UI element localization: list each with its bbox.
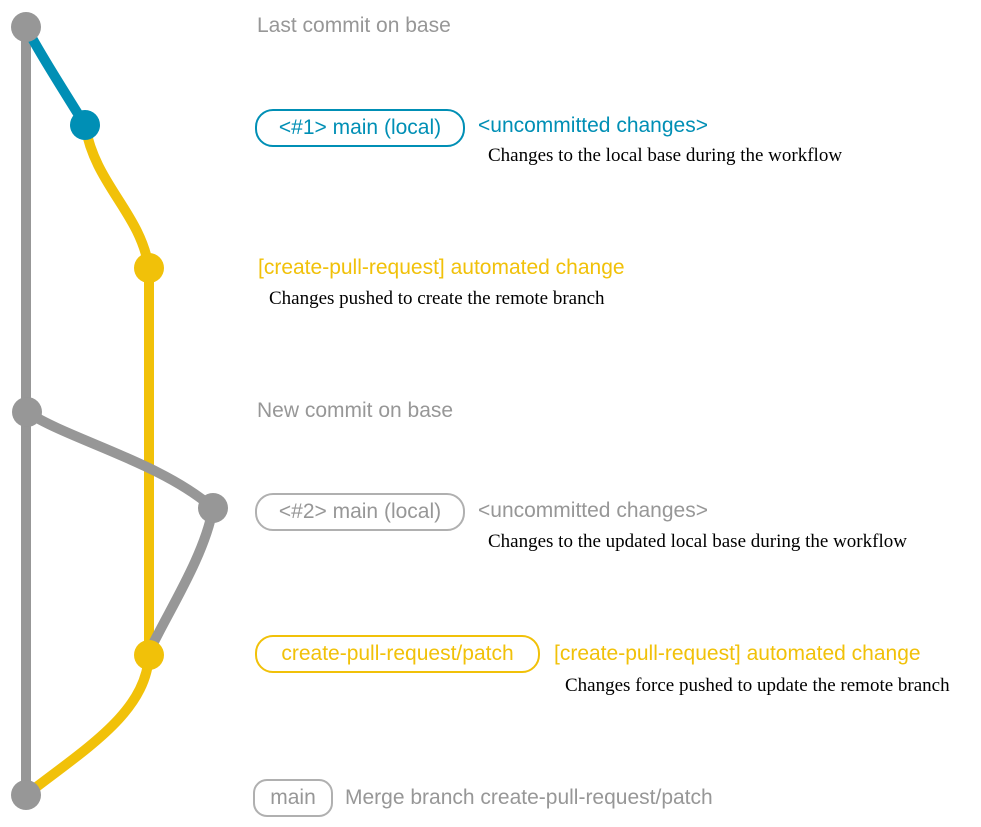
commit4-message: [create-pull-request] automated change — [554, 642, 921, 665]
commit1-note: Changes to the local base during the wor… — [488, 145, 843, 166]
commit-dot-automated-change-1 — [134, 253, 164, 283]
branch-tag-main-local-1-label: <#1> main (local) — [278, 116, 442, 139]
commit-dot-last-base — [11, 12, 41, 42]
commit-dot-merge — [11, 780, 41, 810]
last-commit-label: Last commit on base — [257, 14, 451, 37]
commit-dot-local-main-1 — [70, 110, 100, 140]
new-commit-label: New commit on base — [257, 399, 454, 422]
commit3-note: Changes to the updated local base during… — [488, 531, 907, 552]
commit2-note: Changes pushed to create the remote bran… — [269, 288, 605, 309]
branch-tag-main-local-1: <#1> main (local) — [255, 109, 465, 147]
branch-tag-create-pull-request-patch-label: create-pull-request/patch — [281, 642, 514, 665]
branch-tag-main-local-2-label: <#2> main (local) — [278, 500, 442, 523]
commit-dot-automated-change-2 — [134, 640, 164, 670]
branch-tag-main-local-2: <#2> main (local) — [255, 493, 465, 531]
commit-dot-local-main-2 — [198, 493, 228, 523]
git-graph — [11, 12, 228, 810]
commit-dot-new-base — [12, 397, 42, 427]
branch-tag-main-label: main — [270, 786, 316, 809]
branch-tag-main: main — [253, 779, 333, 817]
merge-message: Merge branch create-pull-request/patch — [345, 786, 713, 809]
local-changes-line — [21, 22, 90, 130]
commit3-message: <uncommitted changes> — [478, 499, 708, 522]
local-base-detour-line — [22, 407, 219, 655]
commit2-message: [create-pull-request] automated change — [258, 256, 625, 279]
commit4-note: Changes force pushed to update the remot… — [565, 675, 950, 696]
branch-tag-create-pull-request-patch: create-pull-request/patch — [255, 635, 540, 673]
commit1-message: <uncommitted changes> — [478, 114, 708, 137]
